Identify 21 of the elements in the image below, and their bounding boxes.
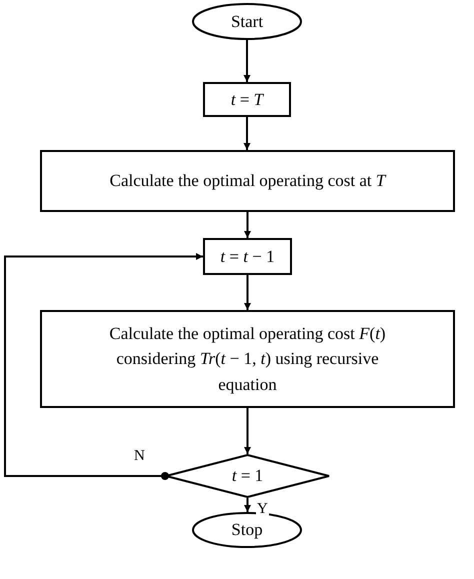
arrow bbox=[244, 408, 251, 454]
terminal-ellipse bbox=[192, 512, 302, 548]
process-box bbox=[203, 82, 291, 117]
arrow bbox=[244, 498, 251, 512]
arrow bbox=[4, 253, 203, 480]
arrow bbox=[244, 275, 251, 310]
arrow bbox=[244, 117, 250, 150]
process-box bbox=[40, 150, 455, 212]
node-text: t = T bbox=[230, 88, 264, 111]
node-text: Stop bbox=[231, 519, 263, 542]
process-box bbox=[203, 238, 292, 275]
arrow bbox=[244, 40, 250, 82]
node-text: t = 1 bbox=[232, 465, 264, 488]
arrow bbox=[244, 212, 251, 238]
terminal-ellipse bbox=[192, 3, 302, 40]
node-text: Start bbox=[230, 10, 264, 33]
node-text: t = t − 1 bbox=[220, 246, 275, 268]
node-text: Calculate the optimal operating cost at T bbox=[110, 170, 386, 192]
edge-label: Y bbox=[256, 501, 269, 518]
node-text: Calculate the optimal operating cost F(t) considering Tr(t − 1, t) using recursive equation bbox=[108, 322, 387, 396]
process-box bbox=[40, 310, 455, 408]
